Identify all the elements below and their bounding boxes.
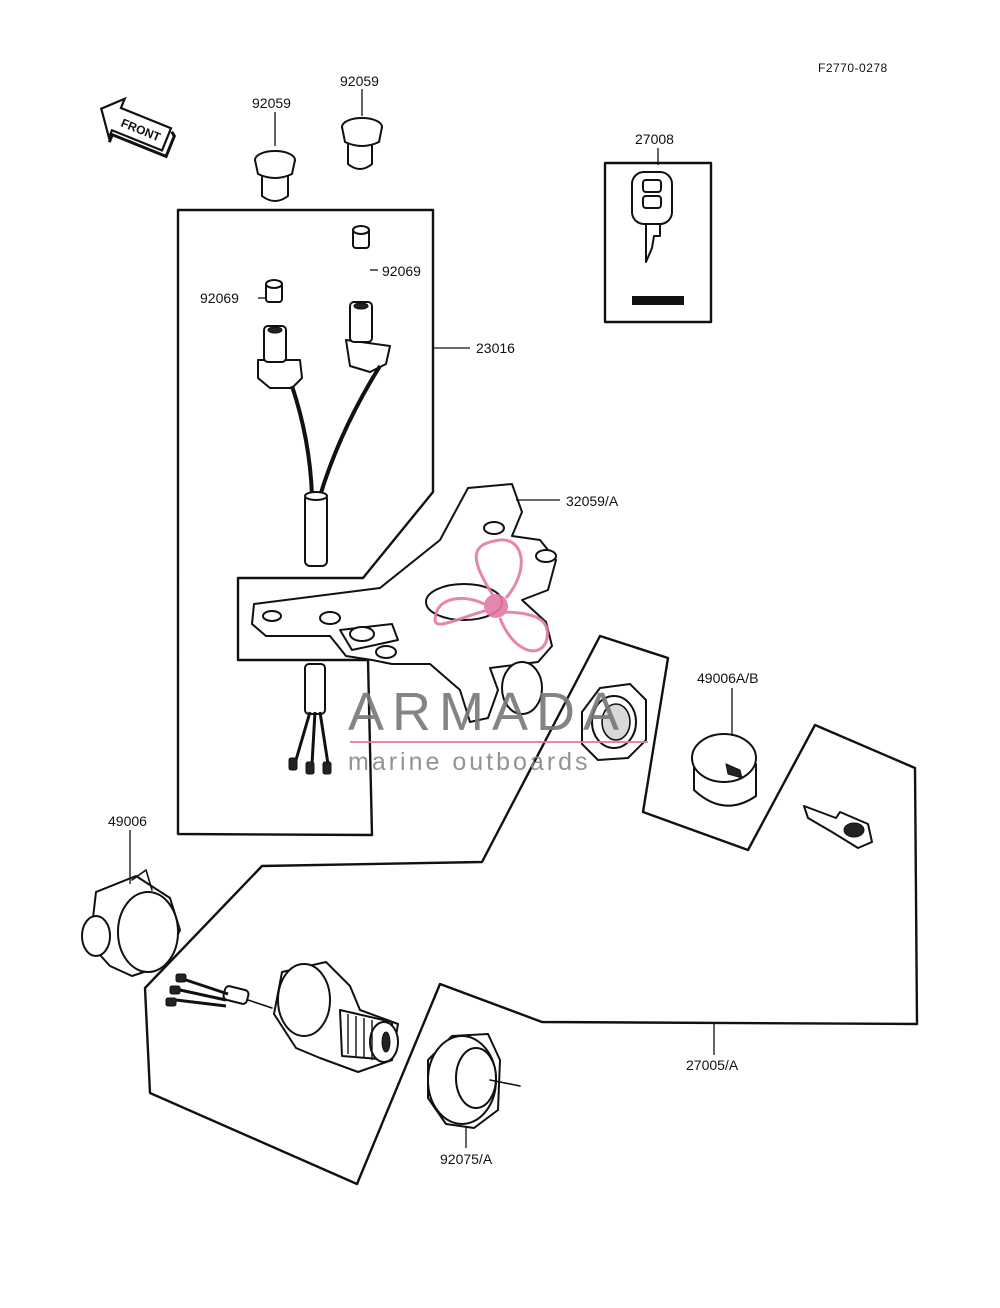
callout-23016: 23016 [476, 340, 515, 356]
watermark-tagline: marine outboards [348, 748, 591, 776]
bulb-92069-right [352, 225, 370, 249]
bracket-32059a [251, 483, 557, 723]
kit-outline-27005a [143, 634, 919, 1186]
ring-92075a [427, 1033, 521, 1129]
callout-92059-right: 92059 [340, 73, 379, 89]
callout-92075a: 92075/A [440, 1151, 493, 1167]
callout-92069-right: 92069 [382, 263, 421, 279]
ignition-key-icon [803, 805, 873, 849]
callout-32059a: 32059/A [566, 493, 619, 509]
callout-92069-left: 92069 [200, 290, 239, 306]
callout-49006ab: 49006A/B [697, 670, 759, 686]
callout-27008: 27008 [635, 131, 674, 147]
callout-92059-left: 92059 [252, 95, 291, 111]
diagram-reference-code: F2770-0278 [818, 61, 888, 75]
leader-lines [129, 89, 733, 1148]
cover-49006 [81, 869, 181, 977]
ignition-switch-assembly [165, 961, 399, 1073]
key-blank-icon [631, 171, 684, 305]
callout-49006: 49006 [108, 813, 147, 829]
cap-49006ab [691, 733, 757, 807]
bulb-socket-harness-23016 [257, 301, 391, 775]
watermark-logo: ARMADA marine outboards [348, 538, 648, 776]
grommet-92059-left [254, 150, 296, 202]
propeller-logo-icon [433, 538, 549, 653]
watermark-brand: ARMADA [348, 682, 627, 742]
kit-outline-23016 [176, 208, 435, 837]
callout-27005a: 27005/A [686, 1057, 739, 1073]
grommet-92059-right [341, 117, 383, 170]
bulb-92069-left [265, 279, 283, 303]
front-arrow-icon: FRONT [99, 96, 176, 159]
